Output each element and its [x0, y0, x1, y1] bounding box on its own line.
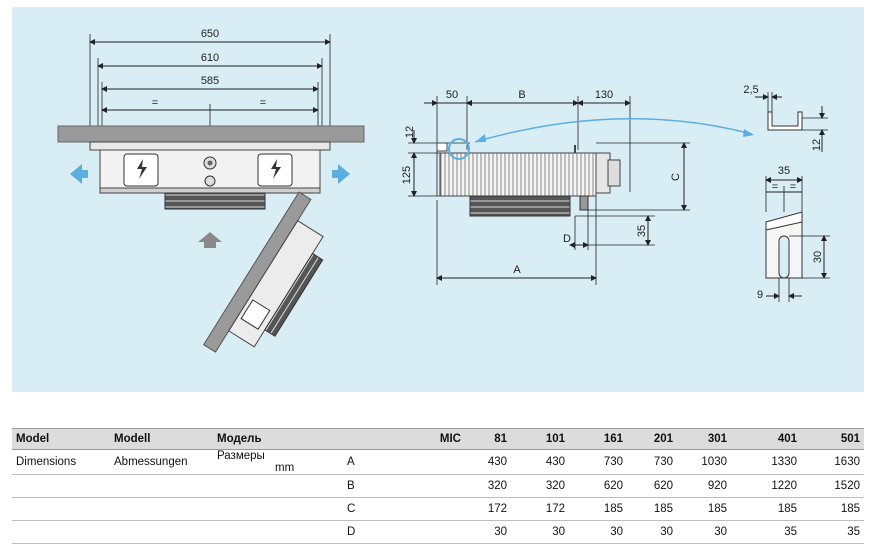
- table-cell: 30: [511, 520, 569, 544]
- row-label-ru: Размерыmm: [213, 449, 317, 475]
- electric-hazard-icon: [271, 159, 281, 179]
- table-row: D 30 30 30 30 30 35 35: [12, 520, 864, 544]
- table-cell: 35: [731, 520, 801, 544]
- header-model-81: 81: [465, 428, 511, 450]
- dim-610-label: 610: [201, 52, 219, 64]
- equal-left-label: =: [152, 97, 158, 109]
- side-view: 50 B 130 12 125: [401, 89, 754, 285]
- header-model-301: 301: [677, 428, 731, 450]
- airflow-up-arrow-icon: [198, 232, 222, 248]
- bracket-dim-9-label: 9: [757, 289, 763, 301]
- header-model-ru: Модель: [213, 428, 317, 450]
- dim-50-label: 50: [446, 89, 458, 101]
- header-model-101: 101: [511, 428, 569, 450]
- electric-hazard-icon: [137, 159, 147, 179]
- equal-right-label: =: [260, 97, 266, 109]
- dim-B-label: B: [518, 89, 525, 101]
- unit-label: mm: [275, 462, 295, 474]
- bracket-dim-35-label: 35: [778, 165, 790, 177]
- detail-callout-circle: [448, 138, 470, 160]
- table-cell: 730: [569, 449, 627, 475]
- table-cell: 1330: [731, 449, 801, 475]
- ceiling-slab: [57, 125, 365, 143]
- dim-130-label: 130: [595, 89, 613, 101]
- fan-grille: [164, 192, 266, 210]
- table-cell: 172: [465, 497, 511, 521]
- bracket-equal-left: =: [772, 181, 778, 193]
- dim-35-label: 35: [636, 225, 648, 237]
- terminal-box-right: [257, 153, 293, 187]
- table-cell: 320: [465, 474, 511, 498]
- table-cell: 1220: [731, 474, 801, 498]
- dim-D-label: D: [563, 233, 571, 245]
- dim-A-label: A: [513, 264, 521, 276]
- header-model-en: Model: [12, 428, 110, 450]
- row-label-de: Abmessungen: [110, 449, 213, 475]
- dimension-letter: A: [317, 449, 465, 475]
- table-cell: 30: [465, 520, 511, 544]
- mounting-rail: [89, 141, 331, 151]
- dim-12-label: 12: [404, 126, 416, 138]
- row-label-en: Dimensions: [12, 449, 110, 475]
- dimension-letter: B: [317, 474, 465, 498]
- table-header-row: Model Modell Модель MIC 81 101 161 201 3…: [12, 428, 864, 450]
- dim-2-5-label: 2,5: [743, 84, 758, 96]
- table-cell: 730: [627, 449, 677, 475]
- terminal-box-left: [123, 153, 159, 187]
- dim-650-label: 650: [201, 28, 219, 40]
- pipe-connection-bottom: [204, 175, 216, 187]
- dim-C-label: C: [670, 173, 682, 181]
- dim-125-label: 125: [401, 166, 413, 184]
- table-cell: 185: [801, 497, 864, 521]
- header-model-401: 401: [731, 428, 801, 450]
- tilted-unit-view: [202, 191, 324, 353]
- table-row: B 320 320 620 620 920 1220 1520: [12, 474, 864, 498]
- bracket-dim-12-label: 12: [811, 139, 823, 151]
- header-model-161: 161: [569, 428, 627, 450]
- airflow-left-arrow-icon: [70, 164, 88, 184]
- table-cell: 920: [677, 474, 731, 498]
- dimension-letter: D: [317, 520, 465, 544]
- header-mic: MIC: [317, 428, 465, 450]
- technical-drawing: 650 610 585 = =: [57, 28, 830, 353]
- table-cell: 430: [465, 449, 511, 475]
- coil-body: [439, 152, 597, 197]
- header-model-de: Modell: [110, 428, 213, 450]
- table-cell: 620: [569, 474, 627, 498]
- table-cell: 185: [627, 497, 677, 521]
- bracket-dim-30-label: 30: [812, 251, 824, 263]
- pipe-connection: [607, 159, 621, 187]
- table-cell: 1630: [801, 449, 864, 475]
- fan-grille: [469, 195, 571, 217]
- technical-drawing-panel: 650 610 585 = =: [12, 7, 864, 392]
- table-cell: 185: [569, 497, 627, 521]
- table-cell: 30: [627, 520, 677, 544]
- table-cell: 1030: [677, 449, 731, 475]
- header-model-501: 501: [801, 428, 864, 450]
- bracket-profile: [767, 111, 803, 131]
- table-row: Dimensions Abmessungen Размерыmm A 430 4…: [12, 449, 864, 475]
- table-cell: 1520: [801, 474, 864, 498]
- table-cell: 30: [677, 520, 731, 544]
- bracket-slot: [778, 235, 790, 279]
- table-cell: 430: [511, 449, 569, 475]
- table-cell: 35: [801, 520, 864, 544]
- detail-arrow: [474, 118, 753, 143]
- front-view: 650 610 585 = =: [57, 28, 365, 353]
- airflow-right-arrow-icon: [332, 164, 350, 184]
- table-cell: 30: [569, 520, 627, 544]
- table-cell: 172: [511, 497, 569, 521]
- table-cell: 620: [627, 474, 677, 498]
- header-model-201: 201: [627, 428, 677, 450]
- dimensions-table: Model Modell Модель MIC 81 101 161 201 3…: [12, 428, 864, 544]
- table-cell: 185: [731, 497, 801, 521]
- bracket-detail: 2,5 12 35 = = 30 9: [743, 84, 830, 302]
- table-cell: 185: [677, 497, 731, 521]
- bracket-equal-right: =: [790, 181, 796, 193]
- dimension-letter: C: [317, 497, 465, 521]
- table-row: C 172 172 185 185 185 185 185: [12, 497, 864, 521]
- table-cell: 320: [511, 474, 569, 498]
- dim-585-label: 585: [201, 75, 219, 87]
